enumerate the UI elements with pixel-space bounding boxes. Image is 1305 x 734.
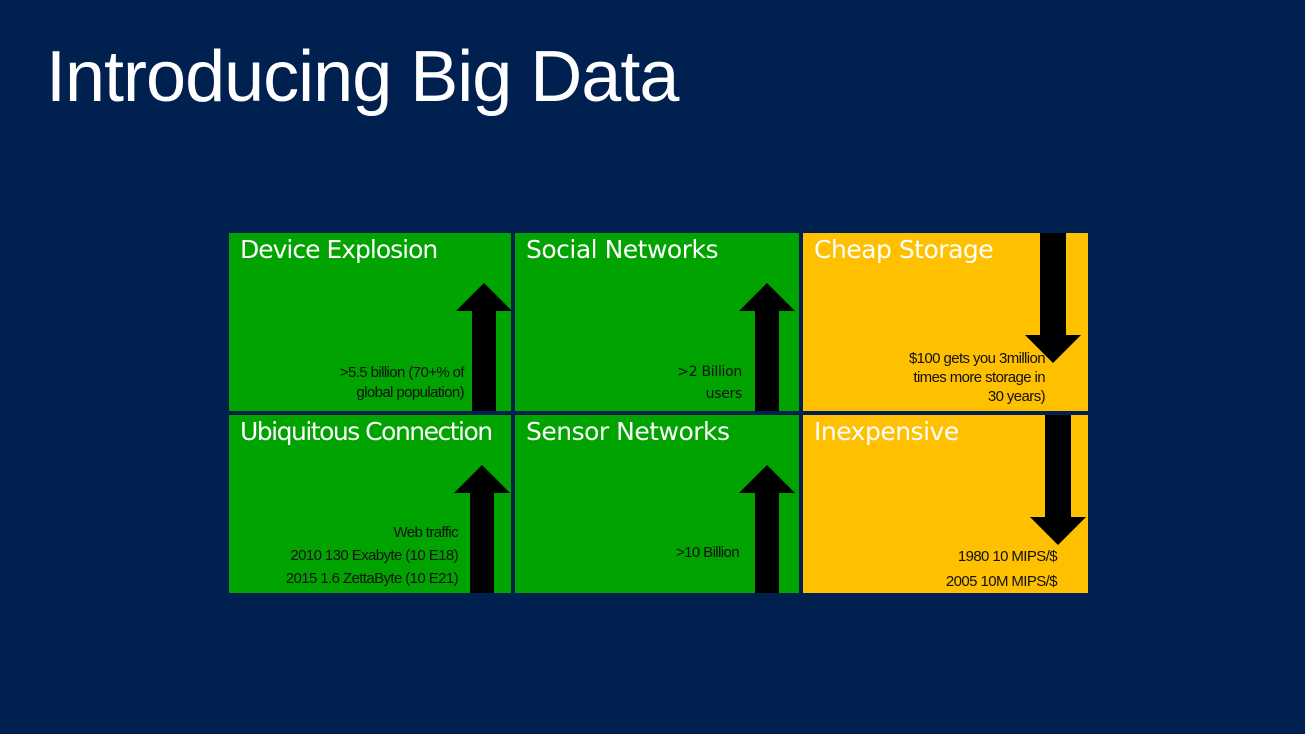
tile-title: Sensor Networks (526, 417, 730, 446)
tile-stat: >10 Billion (675, 543, 740, 563)
tile-cheap-storage: Cheap Storage $100 gets you 3million tim… (803, 233, 1088, 411)
stat-line: times more storage in (913, 369, 1045, 386)
tile-stat: >2 Billion users (677, 361, 742, 405)
tile-device-explosion: Device Explosion >5.5 billion (70+% of g… (229, 233, 511, 411)
slide-title: Introducing Big Data (46, 37, 679, 117)
stat-line: 2010 130 Exabyte (10 E18) (290, 547, 458, 564)
tile-ubiquitous-connection: Ubiquitous Connection Web traffic 2010 1… (229, 415, 511, 593)
arrow-up-icon (456, 283, 511, 411)
tile-title: Cheap Storage (814, 235, 994, 264)
stat-line: >2 Billion (677, 364, 742, 380)
stat-line: >5.5 billion (70+% of (339, 364, 465, 381)
tile-stat: 1980 10 MIPS/$ 2005 10M MIPS/$ (945, 544, 1058, 593)
stat-line: 1980 10 MIPS/$ (957, 548, 1058, 565)
stat-line: >10 Billion (675, 544, 740, 561)
arrow-down-icon (1030, 415, 1086, 545)
tile-social-networks: Social Networks >2 Billion users (515, 233, 799, 411)
tile-title: Ubiquitous Connection (240, 417, 493, 446)
tile-inexpensive: Inexpensive 1980 10 MIPS/$ 2005 10M MIPS… (803, 415, 1088, 593)
tile-sensor-networks: Sensor Networks >10 Billion (515, 415, 799, 593)
tile-stat: $100 gets you 3million times more storag… (908, 349, 1046, 406)
stat-line: users (705, 386, 743, 402)
arrow-up-icon (739, 283, 795, 411)
stat-line: Web traffic (393, 524, 458, 541)
stat-line: 2005 10M MIPS/$ (945, 573, 1058, 590)
arrow-up-icon (739, 465, 795, 593)
tile-title: Device Explosion (240, 235, 438, 264)
arrow-up-icon (454, 465, 510, 593)
stat-line: 30 years) (987, 388, 1046, 405)
tile-stat: Web traffic 2010 130 Exabyte (10 E18) 20… (285, 521, 459, 590)
tile-stat: >5.5 billion (70+% of global population) (339, 363, 465, 403)
arrow-down-icon (1025, 233, 1081, 363)
stat-line: global population) (356, 384, 464, 401)
tile-title: Inexpensive (814, 417, 959, 446)
stat-line: 2015 1.6 ZettaByte (10 E21) (285, 570, 459, 587)
tile-title: Social Networks (526, 235, 718, 264)
stat-line: $100 gets you 3million (908, 350, 1046, 367)
